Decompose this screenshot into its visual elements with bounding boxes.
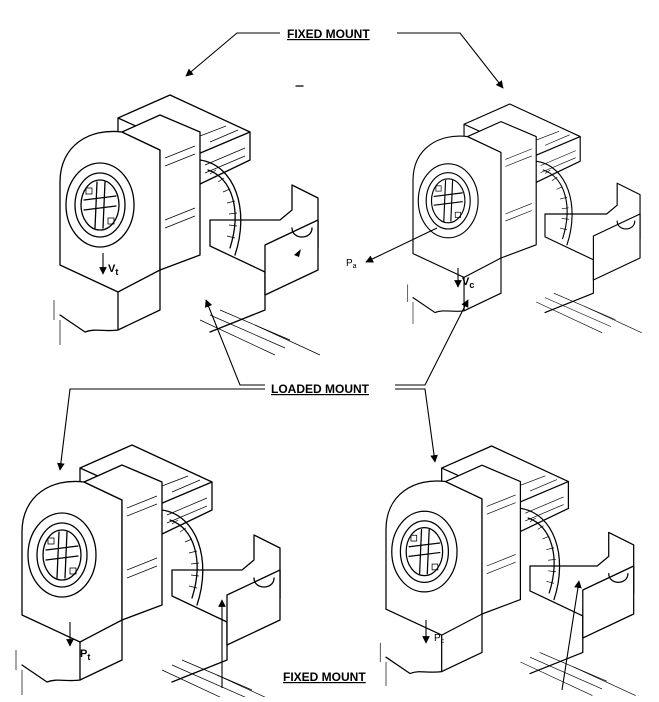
pa-arrow (365, 227, 438, 263)
pc-symbol: Pc (434, 633, 445, 645)
stray-arrowhead (294, 249, 301, 257)
vt-symbol: Vt (108, 263, 118, 277)
fixed-mount-top-leaders (185, 32, 504, 89)
loaded-mount-label: LOADED MOUNT (271, 382, 370, 396)
pt-symbol: Pt (80, 648, 90, 662)
bearing-assembly-top-right (407, 103, 643, 334)
bearing-assembly-bottom-right (379, 445, 637, 697)
fixed-mount-bottom-leaders (218, 580, 582, 691)
vc-symbol: Vc (462, 276, 474, 290)
bearing-assembly-bottom-left (15, 444, 283, 702)
fixed-mount-top-label: FIXED MOUNT (287, 27, 370, 41)
bearing-assembly-top-left (53, 94, 321, 356)
loaded-mount-leaders (57, 299, 469, 471)
pa-symbol: Pa (346, 258, 357, 270)
fixed-mount-bottom-label: FIXED MOUNT (283, 670, 366, 684)
